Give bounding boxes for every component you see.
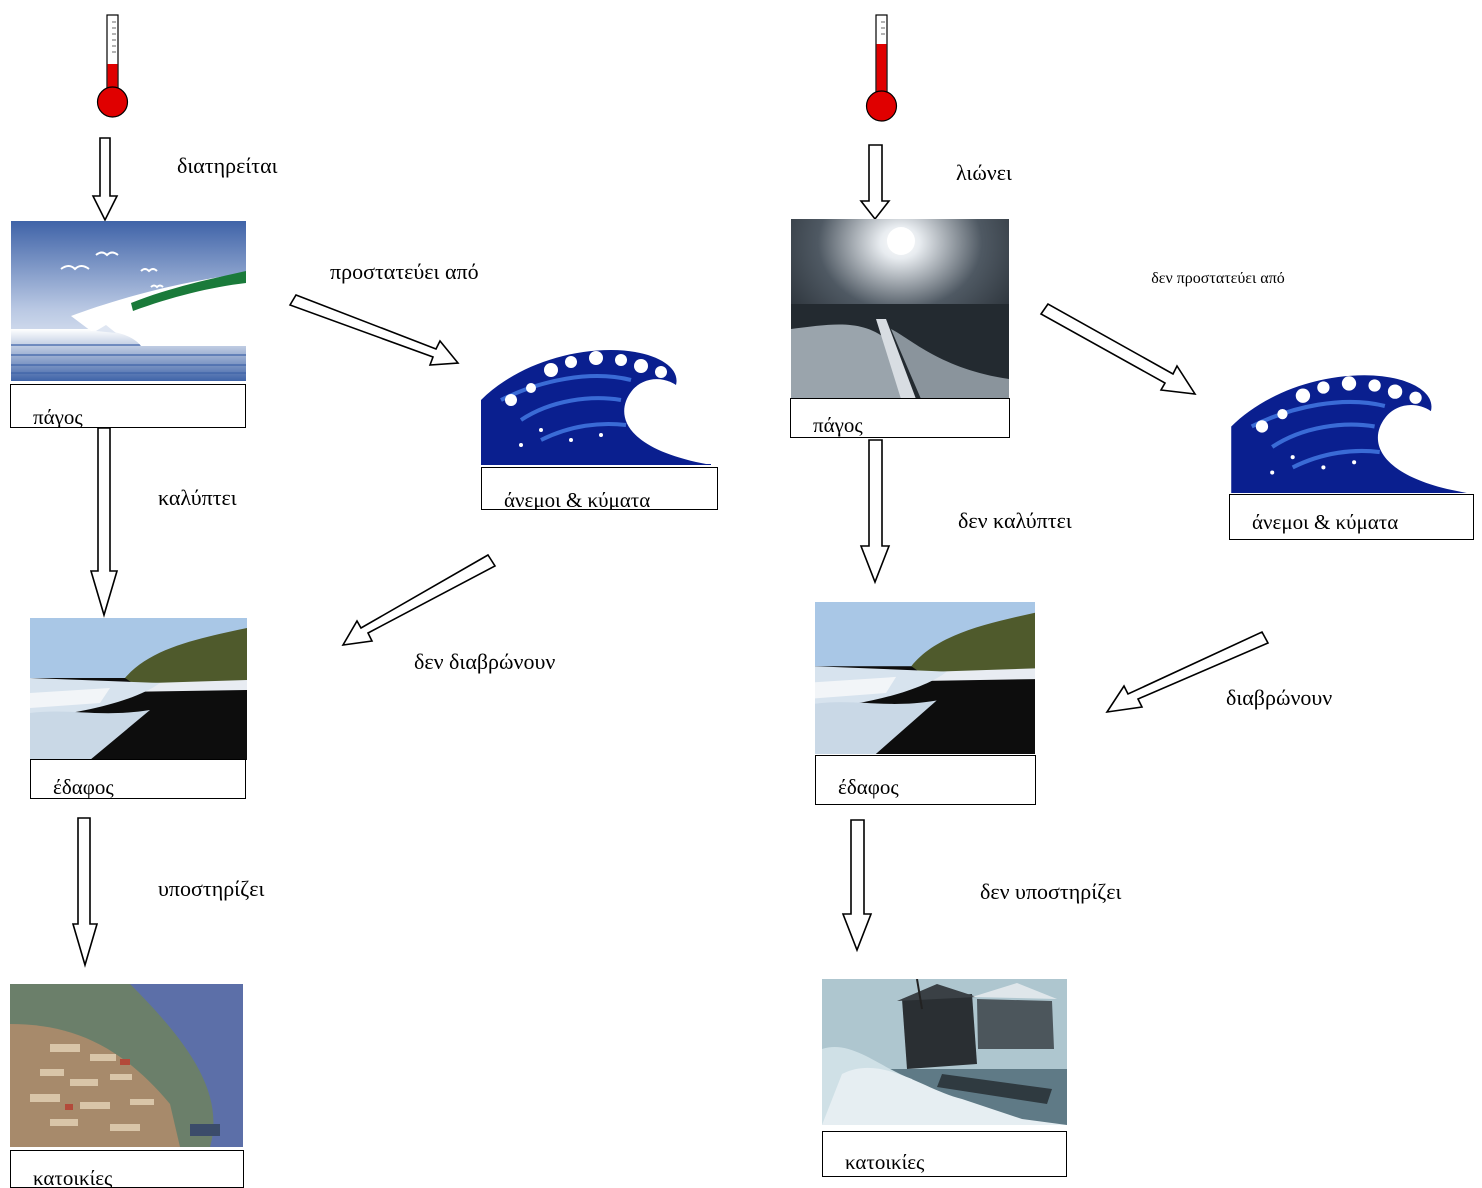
wave-picture [481,340,711,465]
arrow-thermo-to-ice-right [859,144,891,221]
caption-box-houses: κατοικίες [822,1131,1067,1177]
caption-soil-left: έδαφος [53,775,114,799]
label-erode: διαβρώνουν [1226,685,1333,710]
caption-box-waves: άνεμοι & κύματα [481,467,718,510]
caption-soil-right: έδαφος [838,775,899,799]
thermometer-icon [865,14,898,122]
label-supports: υποστηρίζει [158,876,265,901]
arrow-ice-to-soil-left [89,427,119,618]
arrow-thermo-to-ice-left [91,137,119,222]
label-does-not-protect-from: δεν προστατεύει από [1151,270,1285,287]
coast-soil-picture [30,618,247,760]
arrow-ice-to-waves-left [288,294,460,366]
caption-box-soil: έδαφος [815,755,1036,805]
arrow-waves-to-soil-right [1105,630,1270,714]
arrow-soil-to-houses-right [841,819,873,953]
label-does-not-cover: δεν καλύπτει [958,508,1072,533]
label-preserved: διατηρείται [177,153,278,178]
caption-box-soil: έδαφος [30,759,246,799]
coast-soil-picture [815,602,1035,754]
settlement-picture [10,984,243,1147]
caption-houses-right: κατοικίες [845,1150,925,1174]
thermometer-icon [96,14,129,118]
caption-waves-right: άνεμοι & κύματα [1252,510,1399,534]
caption-box-houses: κατοικίες [10,1150,244,1188]
arrow-waves-to-soil-left [341,553,497,647]
caption-box-ice: πάγος [10,384,246,428]
arrow-ice-to-soil-right [859,439,891,585]
caption-box-ice: πάγος [790,398,1010,438]
label-does-not-erode: δεν διαβρώνουν [414,649,556,674]
arrow-ice-to-waves-right [1039,302,1197,395]
caption-box-waves: άνεμοι & κύματα [1229,494,1474,540]
damaged-houses-picture [822,979,1067,1125]
caption-ice-right: πάγος [813,413,863,437]
label-does-not-support: δεν υποστηρίζει [980,879,1122,904]
ice-cliff-picture [11,221,246,381]
label-melts: λιώνει [956,160,1012,185]
label-covers: καλύπτει [158,485,237,510]
wave-picture [1231,365,1467,493]
caption-houses-left: κατοικίες [33,1166,113,1188]
arrow-soil-to-houses-left [71,817,99,968]
caption-waves-left: άνεμοι & κύματα [504,488,651,510]
melting-ice-picture [791,219,1009,399]
caption-ice-left: πάγος [33,405,83,428]
label-protects-from: προστατεύει από [330,259,479,284]
